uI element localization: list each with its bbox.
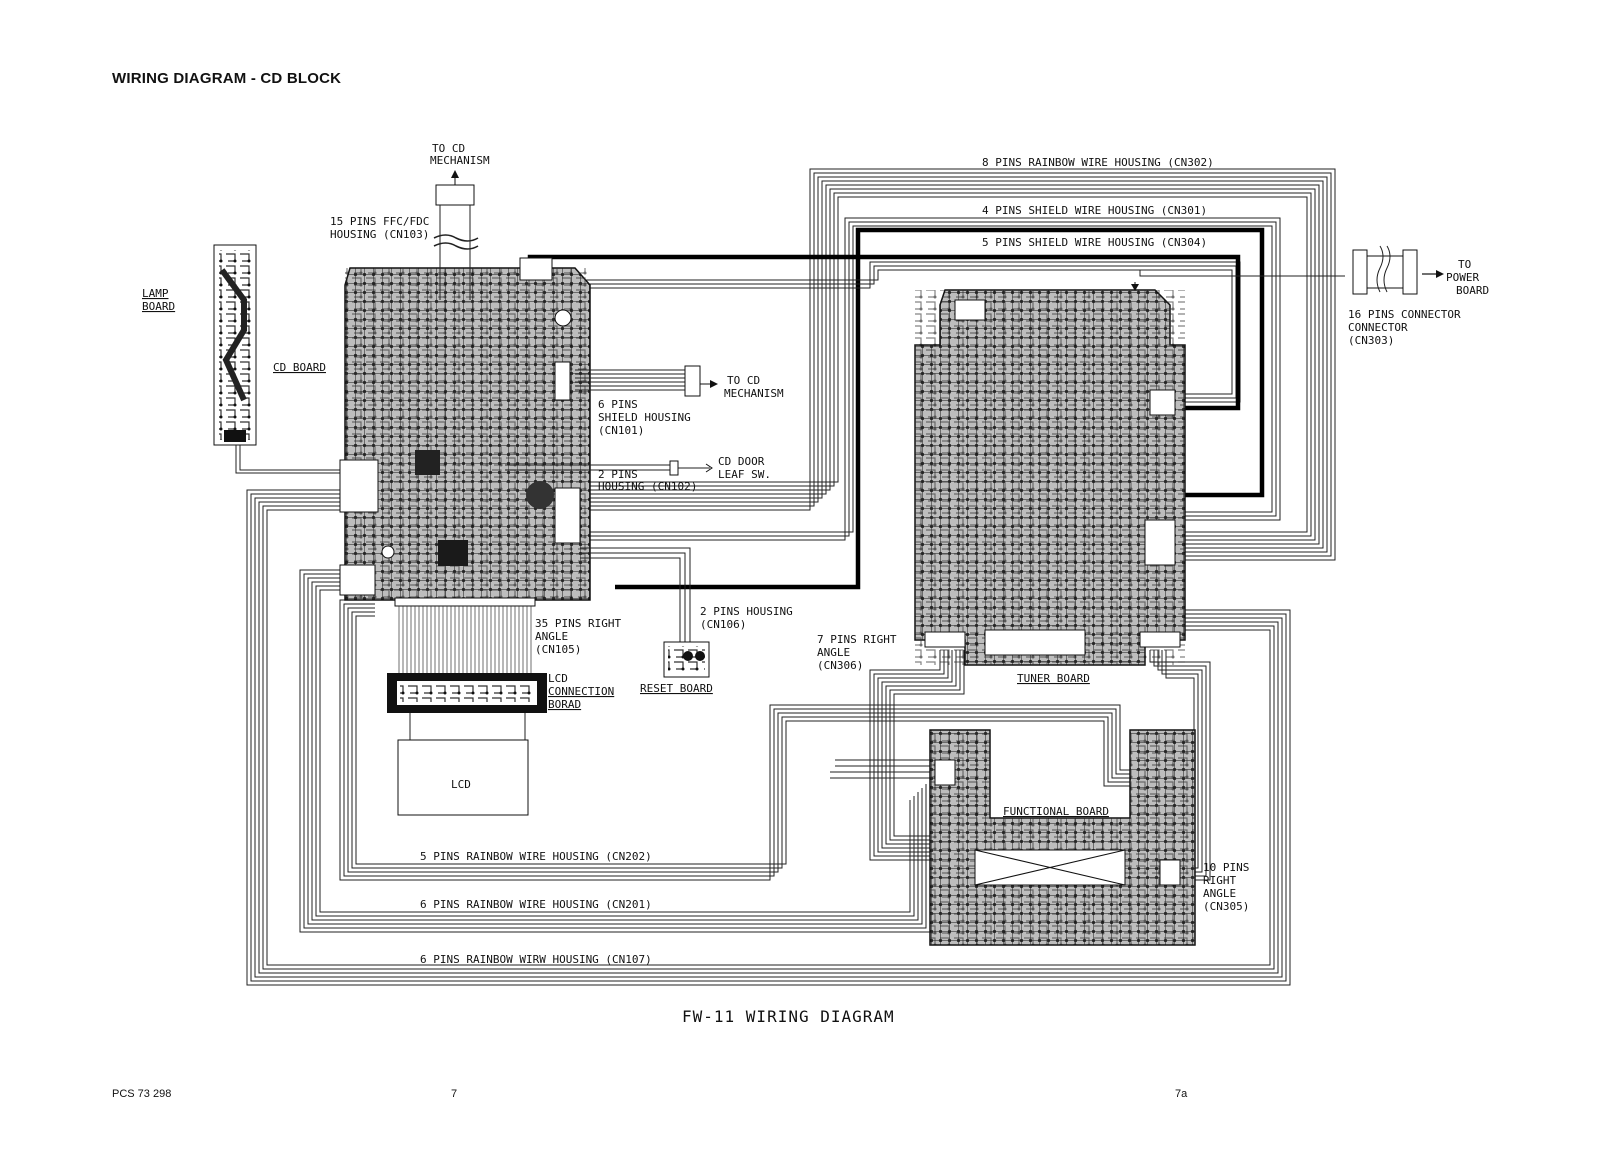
label-cn305: 10 PINS RIGHT ANGLE (CN305) [1203, 861, 1249, 913]
shield-wire-cn301 [615, 227, 1265, 590]
label-to-power-board: TO POWER BOARD [1446, 258, 1489, 297]
label-cn201: 6 PINS RAINBOW WIRE HOUSING (CN201) [420, 898, 652, 911]
diagram-caption: FW-11 WIRING DIAGRAM [682, 1007, 895, 1026]
label-functional-board: FUNCTIONAL BOARD [1003, 805, 1109, 818]
lcd-panel [397, 739, 529, 816]
label-cn106: 2 PINS HOUSING (CN106) [700, 605, 793, 631]
label-cn303: 16 PINS CONNECTOR CONNECTOR (CN303) [1348, 308, 1461, 347]
page-number-right: 7a [1175, 1088, 1188, 1100]
functional-board [929, 729, 1196, 946]
svg-text:(CN306): (CN306) [817, 659, 863, 672]
label-cd-board: CD BOARD [273, 361, 326, 374]
tuner-board [914, 282, 1186, 666]
cd-board [339, 257, 591, 601]
svg-text:LAMP: LAMP [142, 287, 169, 300]
svg-text:HOUSING (CN102): HOUSING (CN102) [598, 480, 697, 493]
flat-cable-cn105 [394, 597, 536, 675]
label-cn105: 35 PINS RIGHT ANGLE (CN105) [535, 617, 621, 656]
svg-text:MECHANISM: MECHANISM [724, 387, 784, 400]
reset-board [663, 641, 710, 678]
svg-text:BOARD: BOARD [142, 300, 175, 313]
label-cn202: 5 PINS RAINBOW WIRE HOUSING (CN202) [420, 850, 652, 863]
label-cn107: 6 PINS RAINBOW WIRW HOUSING (CN107) [420, 953, 652, 966]
label-cn103: 15 PINS FFC/FDC HOUSING (CN103) [330, 215, 429, 241]
svg-text:ANGLE: ANGLE [817, 646, 850, 659]
svg-text:LCD: LCD [548, 672, 568, 685]
doc-number: PCS 73 298 [112, 1088, 172, 1100]
svg-text:ANGLE: ANGLE [535, 630, 568, 643]
wire-bundle-cn302 [585, 168, 1336, 561]
svg-text:HOUSING (CN103): HOUSING (CN103) [330, 228, 429, 241]
svg-text:10 PINS: 10 PINS [1203, 861, 1249, 874]
svg-text:POWER: POWER [1446, 271, 1479, 284]
wire-bundle-cn202 [339, 599, 1150, 881]
label-cn302: 8 PINS RAINBOW WIRE HOUSING (CN302) [982, 156, 1214, 169]
label-reset-board: RESET BOARD [640, 682, 713, 695]
svg-text:(CN305): (CN305) [1203, 900, 1249, 913]
svg-text:CD DOOR: CD DOOR [718, 455, 765, 468]
wire-bundle-cn306 [869, 650, 965, 861]
svg-text:(CN303): (CN303) [1348, 334, 1394, 347]
svg-text:SHIELD HOUSING: SHIELD HOUSING [598, 411, 691, 424]
svg-text:CONNECTION: CONNECTION [548, 685, 614, 698]
label-lamp-board: LAMP BOARD [142, 287, 175, 313]
label-cn304: 5 PINS SHIELD WIRE HOUSING (CN304) [982, 236, 1207, 249]
svg-text:MECHANISM: MECHANISM [430, 154, 490, 167]
label-to-cd-mechanism-right: TO CD MECHANISM [724, 374, 784, 400]
label-cd-door: CD DOOR LEAF SW. [718, 455, 771, 481]
svg-text:TO CD: TO CD [727, 374, 760, 387]
lamp-board [213, 244, 355, 474]
label-lcd: LCD [451, 778, 471, 791]
svg-text:35 PINS RIGHT: 35 PINS RIGHT [535, 617, 621, 630]
svg-text:(CN101): (CN101) [598, 424, 644, 437]
svg-text:(CN106): (CN106) [700, 618, 746, 631]
svg-text:RIGHT: RIGHT [1203, 874, 1236, 887]
svg-text:ANGLE: ANGLE [1203, 887, 1236, 900]
cable-cn101 [575, 365, 718, 397]
svg-text:TO: TO [1458, 258, 1471, 271]
svg-text:LEAF SW.: LEAF SW. [718, 468, 771, 481]
svg-text:2 PINS: 2 PINS [598, 468, 638, 481]
page-number-left: 7 [451, 1088, 458, 1100]
wire-bundle-cn301 [585, 217, 1281, 541]
lcd-connection-board [387, 673, 547, 740]
cable-cn102 [505, 460, 713, 476]
page-title: WIRING DIAGRAM - CD BLOCK [112, 70, 342, 87]
svg-text:BORAD: BORAD [548, 698, 581, 711]
label-cn101: 6 PINS SHIELD HOUSING (CN101) [598, 398, 691, 437]
svg-text:15 PINS FFC/FDC: 15 PINS FFC/FDC [330, 215, 429, 228]
svg-text:16 PINS CONNECTOR: 16 PINS CONNECTOR [1348, 308, 1461, 321]
power-connector [1139, 245, 1444, 295]
svg-text:BOARD: BOARD [1456, 284, 1489, 297]
svg-text:(CN105): (CN105) [535, 643, 581, 656]
wire-bundle-cn107 [246, 489, 1291, 986]
label-lcd-connection-board: LCD CONNECTION BORAD [548, 672, 614, 711]
svg-text:2 PINS HOUSING: 2 PINS HOUSING [700, 605, 793, 618]
svg-text:CONNECTOR: CONNECTOR [1348, 321, 1408, 334]
label-cn306: 7 PINS RIGHT ANGLE (CN306) [817, 633, 897, 672]
wire-bundle-cn304 [585, 261, 1241, 403]
cable-cn106 [580, 547, 691, 648]
svg-text:TO CD: TO CD [432, 142, 465, 155]
ffc-cn103 [433, 170, 479, 300]
svg-text:7 PINS RIGHT: 7 PINS RIGHT [817, 633, 897, 646]
label-cn301: 4 PINS SHIELD WIRE HOUSING (CN301) [982, 204, 1207, 217]
svg-text:6 PINS: 6 PINS [598, 398, 638, 411]
label-tuner-board: TUNER BOARD [1017, 672, 1090, 685]
label-cn102: 2 PINS HOUSING (CN102) [598, 468, 697, 493]
label-to-cd-mechanism-top: TO CD MECHANISM [430, 142, 490, 167]
